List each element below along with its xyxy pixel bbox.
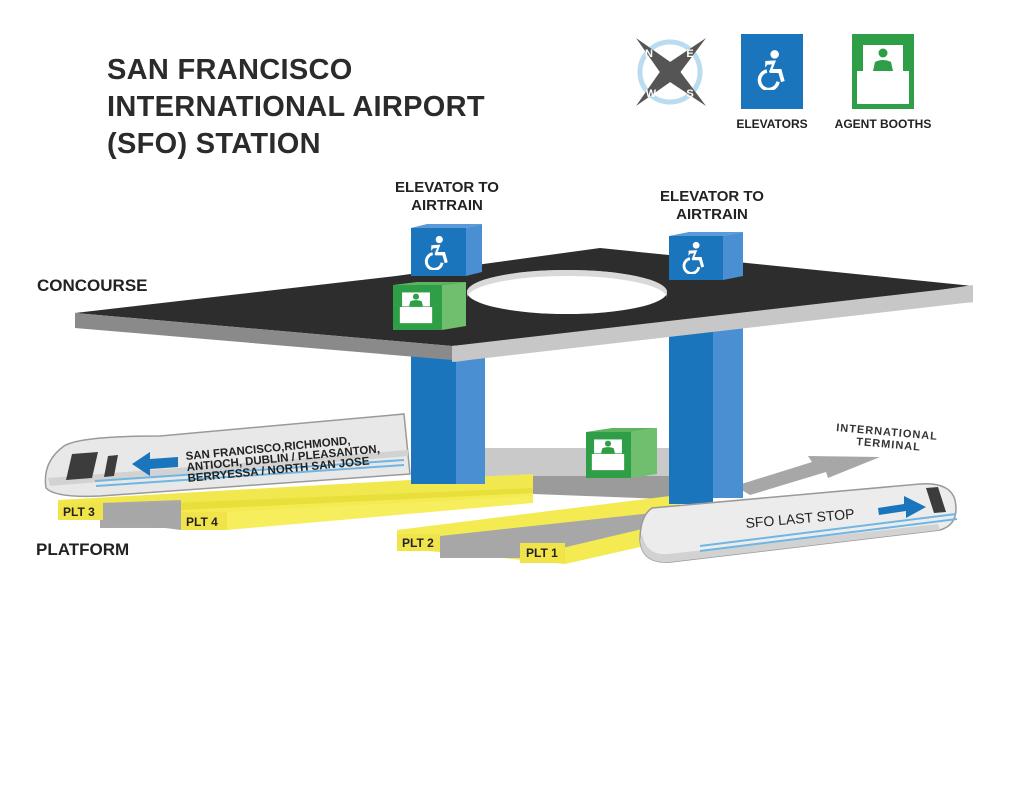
platform-left: PLT 3 PLT 4 [58,474,533,530]
elevator-shaft-right [669,326,743,504]
compass-n: N [645,48,653,60]
elevators-legend: ELEVATORS [736,34,808,131]
elevator-left [411,224,482,276]
agent-booth-icon [873,48,893,71]
plt-2-label: PLT 2 [402,536,434,550]
agent-booth-concourse [393,282,466,330]
agent-booth-icon [589,435,627,473]
platform-label: PLATFORM [36,540,129,559]
platform-tag-2 [397,534,440,551]
concourse-slab [75,248,973,362]
train-right-direction-arrow [878,496,926,518]
compass-legend: N E S W [636,38,706,106]
elevators-legend-label: ELEVATORS [736,117,807,131]
plt-4-label: PLT 4 [186,515,218,529]
elevator-left-label-line2: AIRTRAIN [411,197,483,214]
plt-1-label: PLT 1 [526,546,558,560]
concourse-opening [467,270,667,314]
elevator-shaft-left [411,346,485,484]
platform-tag-4 [181,512,227,530]
station-title: SAN FRANCISCO INTERNATIONAL AIRPORT (SFO… [107,52,485,163]
train-right-window [926,487,946,513]
train-left-window [66,452,98,480]
title-line-1: SAN FRANCISCO [107,54,353,86]
agent-booth-icon [396,288,436,326]
agent-booths-legend: AGENT BOOTHS [835,34,932,131]
elevator-right-label-line2: AIRTRAIN [676,206,748,223]
compass-e: E [686,48,693,60]
concourse-label: CONCOURSE [37,276,148,295]
international-terminal-line2: TERMINAL [856,436,922,454]
plt-3-label: PLT 3 [63,505,95,519]
international-terminal-arrow: INTERNATIONAL TERMINAL [735,422,938,495]
platform-tag-1 [520,543,565,563]
title-line-3: (SFO) STATION [107,128,321,160]
elevator-left-label-line1: ELEVATOR TO [395,179,499,196]
train-left-direction-arrow [132,452,178,476]
compass-icon: N E S W [636,38,706,106]
platform-right: PLT 2 PLT 1 [397,496,680,564]
platform-tag-3 [58,503,103,520]
compass-s: S [686,88,693,100]
agent-booths-legend-label: AGENT BOOTHS [835,117,932,131]
elevator-right [669,232,743,280]
train-right: SFO LAST STOP [639,483,958,563]
agent-booth-platform [586,428,657,478]
compass-w: W [646,88,657,100]
train-left: SAN FRANCISCO,RICHMOND, ANTIOCH, DUBLIN … [44,413,411,498]
elevator-right-label-line1: ELEVATOR TO [660,188,764,205]
title-line-2: INTERNATIONAL AIRPORT [107,91,485,123]
